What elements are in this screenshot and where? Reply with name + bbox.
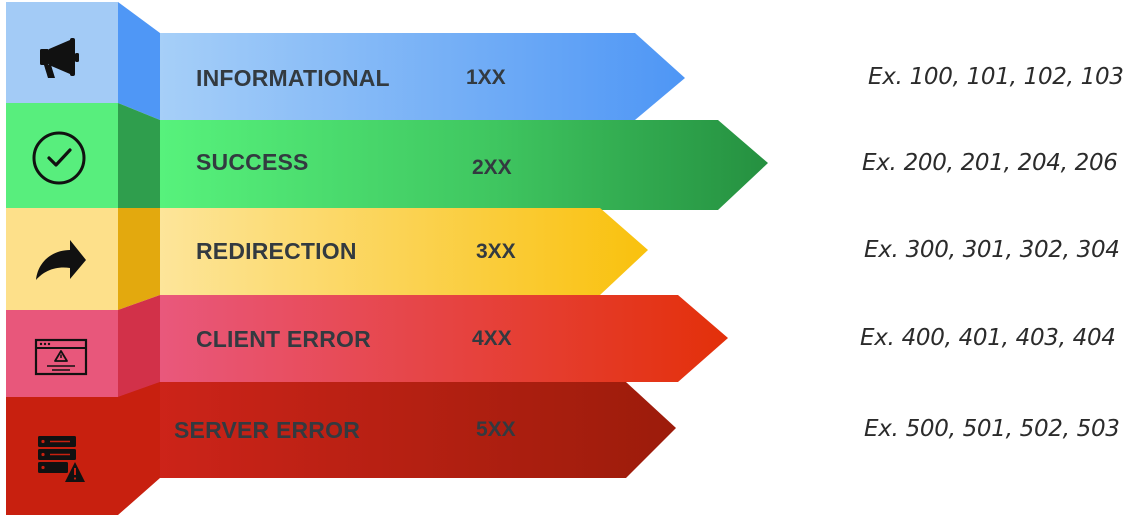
side-face-3 <box>118 208 160 310</box>
status-code-range: 2XX <box>472 156 512 179</box>
category-label: INFORMATIONAL <box>196 65 390 91</box>
side-face-1 <box>118 2 160 120</box>
category-label: SUCCESS <box>196 149 309 175</box>
status-code-range: 5XX <box>476 418 516 441</box>
share-arrow-icon <box>36 240 86 280</box>
status-code-range: 4XX <box>472 327 512 350</box>
arrow-band-4 <box>160 295 728 382</box>
example-codes: Ex. 400, 401, 403, 404 <box>860 325 1116 351</box>
browser-warning-icon <box>34 338 88 376</box>
megaphone-icon <box>40 38 79 78</box>
arrow-band-1 <box>160 33 685 120</box>
icon-tile-2 <box>6 103 118 208</box>
side-face-4 <box>118 295 160 397</box>
example-codes: Ex. 300, 301, 302, 304 <box>864 237 1120 263</box>
example-codes: Ex. 100, 101, 102, 103 <box>868 64 1124 90</box>
category-label: SERVER ERROR <box>174 417 361 443</box>
arrow-band-2 <box>160 120 768 210</box>
category-label: CLIENT ERROR <box>196 326 371 352</box>
category-label: REDIRECTION <box>196 238 357 264</box>
arrow-band-3 <box>160 208 648 295</box>
check-circle-icon <box>32 131 86 185</box>
arrow-band-5 <box>118 382 676 478</box>
example-codes: Ex. 200, 201, 204, 206 <box>862 150 1118 176</box>
status-code-range: 1XX <box>466 66 506 89</box>
example-codes: Ex. 500, 501, 502, 503 <box>864 416 1120 442</box>
status-code-range: 3XX <box>476 240 516 263</box>
server-warning-icon <box>38 436 85 482</box>
side-face-2 <box>118 103 160 210</box>
icon-tile-5 <box>6 382 160 515</box>
